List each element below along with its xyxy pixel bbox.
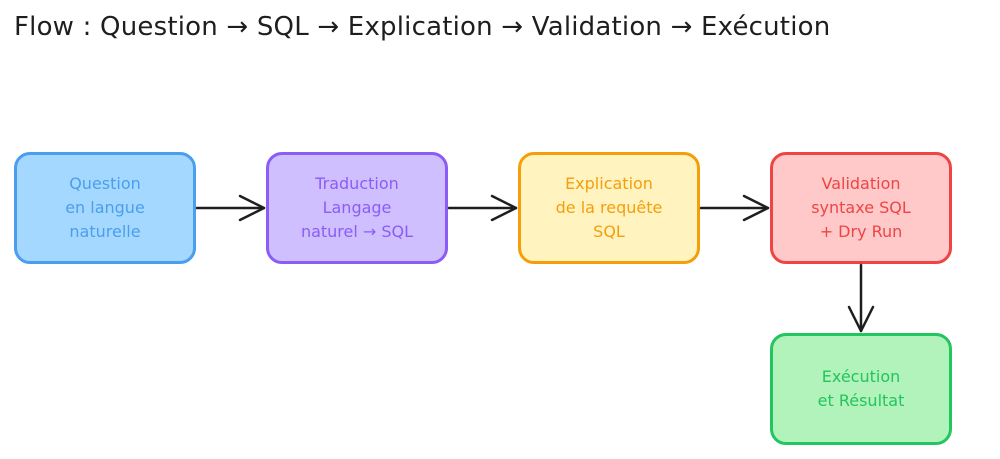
node-validation: Validation syntaxe SQL + Dry Run [770,152,952,264]
node-explication-label: Explication de la requête SQL [555,174,663,241]
node-question: Question en langue naturelle [14,152,196,264]
arrow-question-to-traduction [195,194,266,222]
node-execution: Exécution et Résultat [770,333,952,445]
diagram-title: Flow : Question → SQL → Explication → Va… [14,12,831,42]
node-execution-label: Exécution et Résultat [817,367,905,410]
node-traduction-label: Traduction Langage naturel → SQL [300,174,414,241]
node-question-label: Question en langue naturelle [65,174,145,241]
arrow-validation-to-execution [847,263,875,333]
node-traduction: Traduction Langage naturel → SQL [266,152,448,264]
arrow-traduction-to-explication [447,194,518,222]
node-explication: Explication de la requête SQL [518,152,700,264]
arrow-explication-to-validation [699,194,770,222]
node-validation-label: Validation syntaxe SQL + Dry Run [811,174,911,241]
